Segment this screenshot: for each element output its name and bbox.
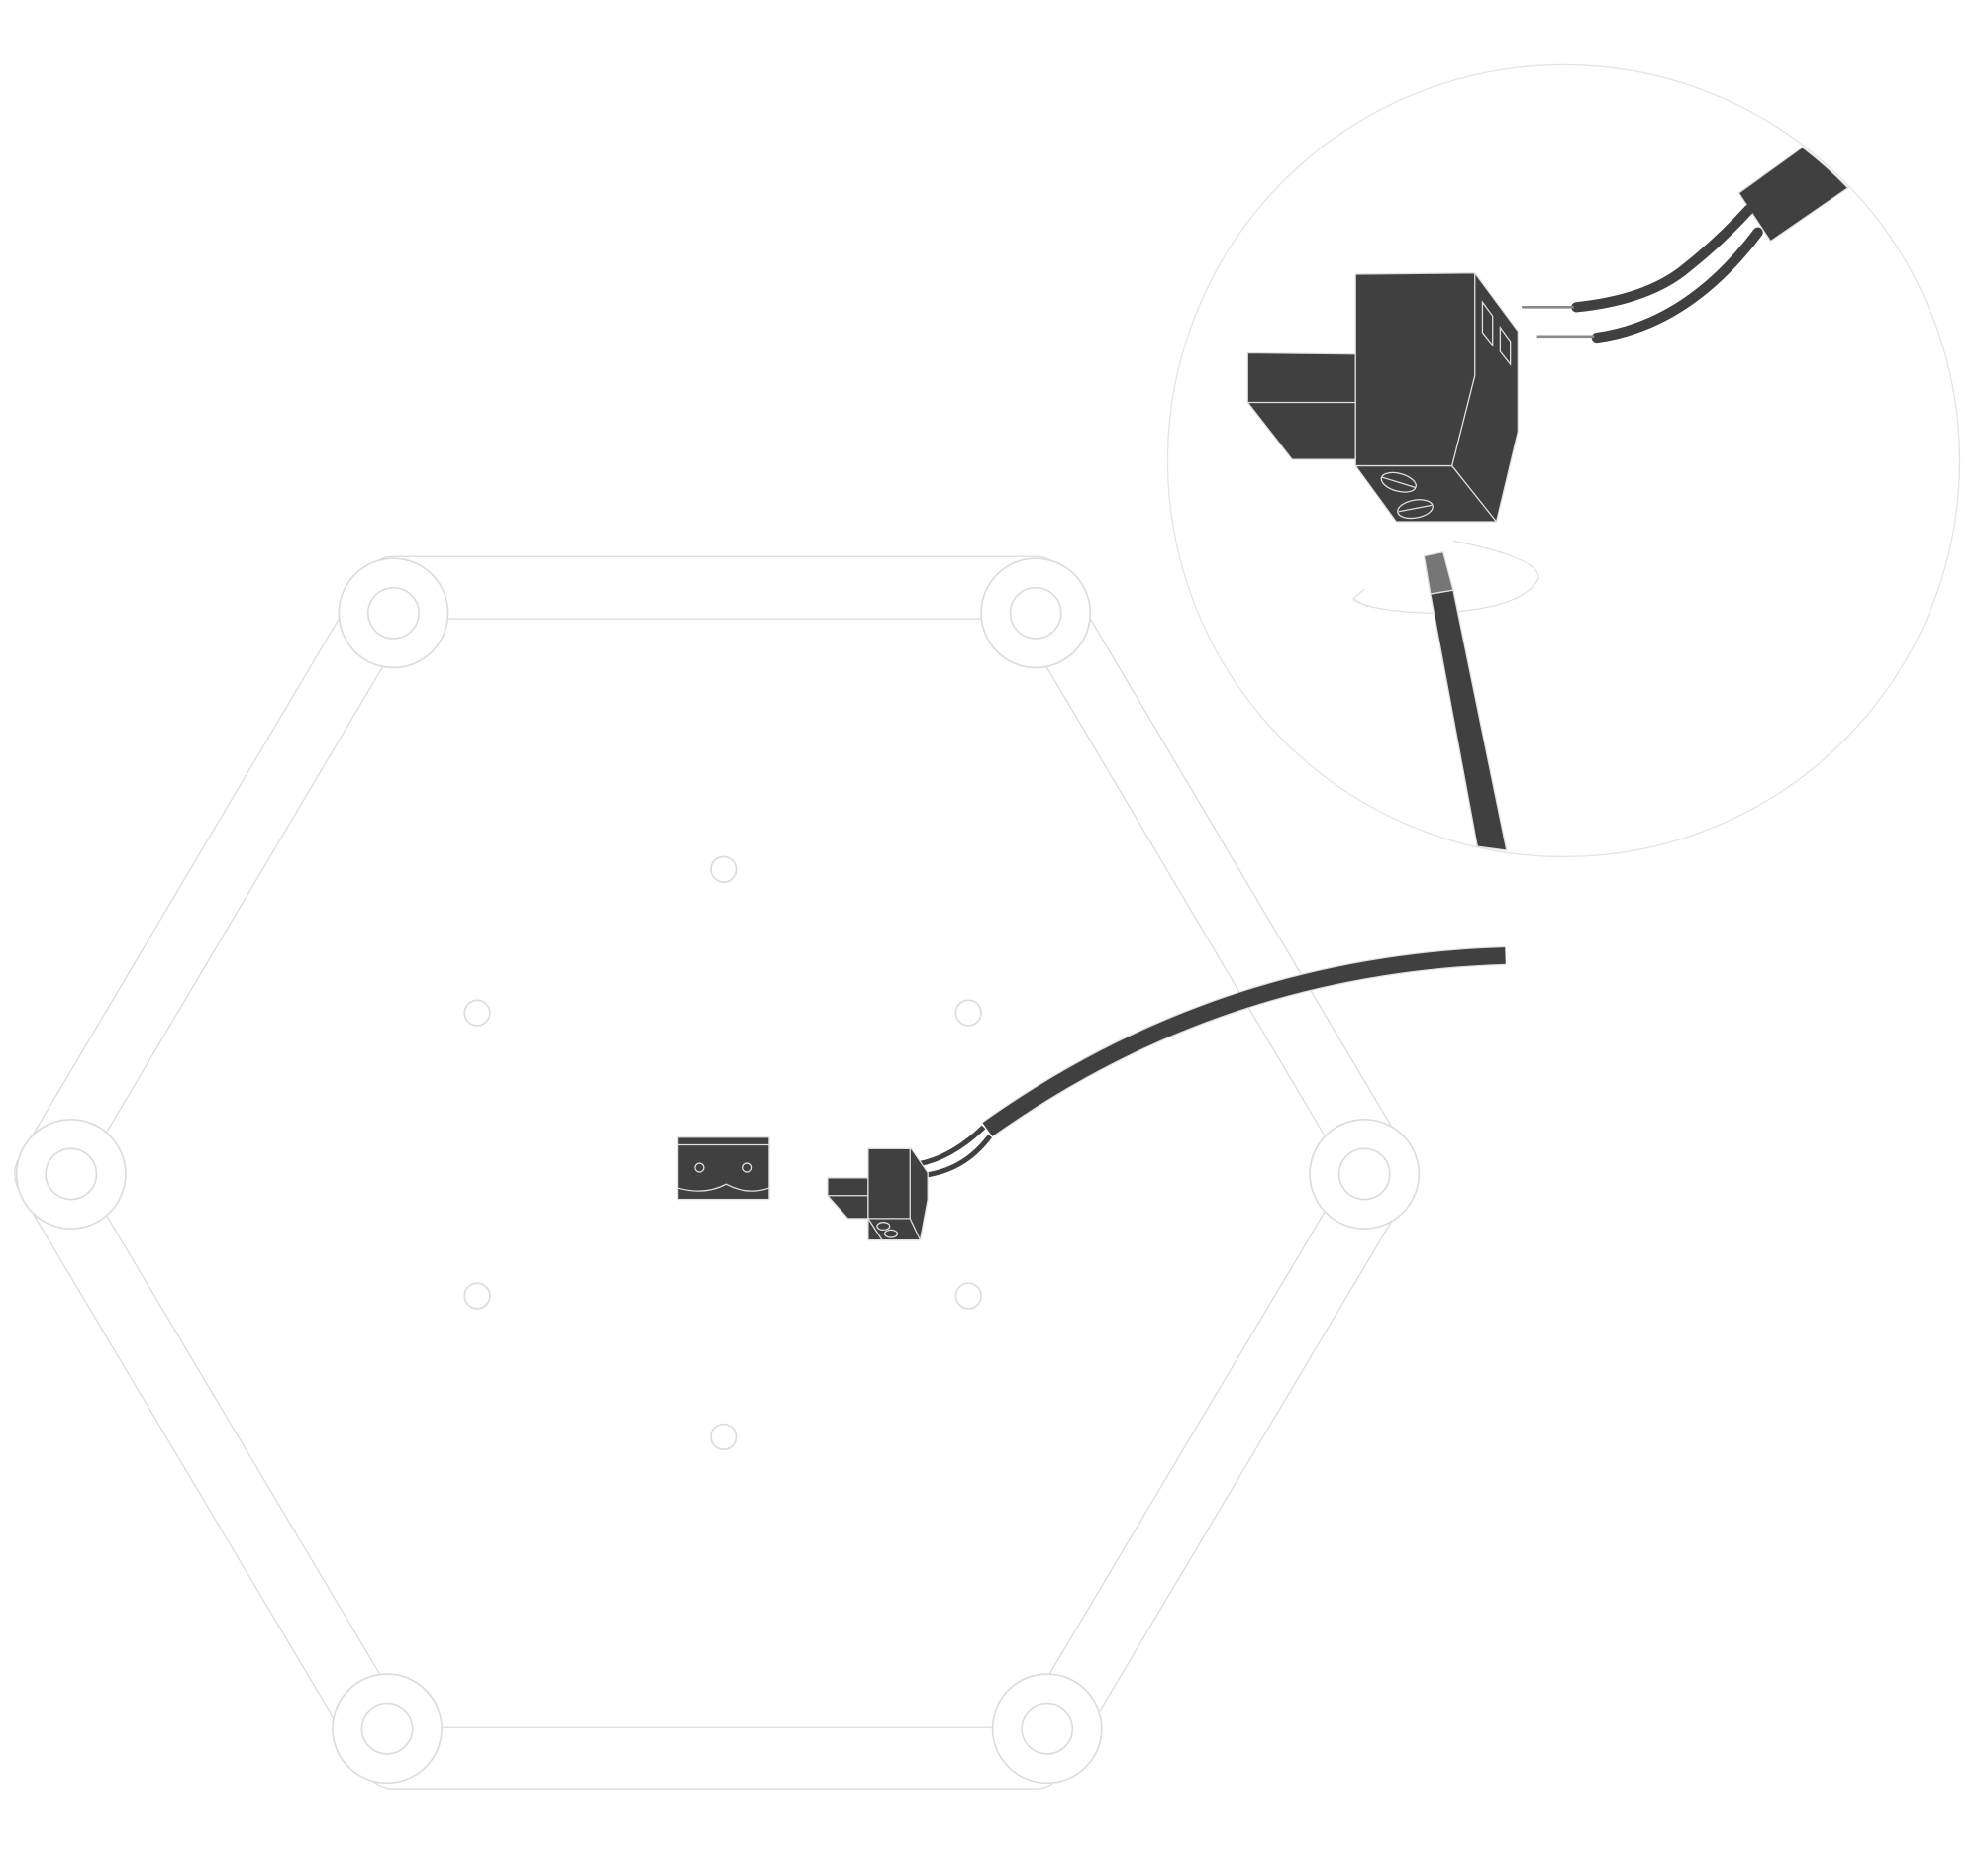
corner-boss <box>338 557 449 669</box>
corner-boss <box>1309 1119 1421 1230</box>
mounting-hole <box>463 999 491 1027</box>
corner-boss <box>991 1673 1103 1785</box>
screwdriver <box>1423 551 1508 851</box>
plug-large <box>1246 272 1519 523</box>
wire-lead <box>1591 227 1763 344</box>
plug-small <box>827 1147 929 1241</box>
cable-main <box>918 945 1506 1178</box>
mounting-hole <box>710 855 738 883</box>
mounting-holes <box>463 855 982 1451</box>
wire-lead <box>1571 204 1754 313</box>
mounting-hole <box>463 1282 491 1310</box>
magnified-detail-circle <box>1166 63 1961 858</box>
corner-boss <box>15 1119 127 1230</box>
mounting-hole <box>710 1423 738 1451</box>
board-socket <box>676 1136 770 1201</box>
rotate-arrow-icon <box>1352 540 1539 614</box>
mounting-hole <box>954 999 982 1027</box>
corner-bosses <box>15 557 1421 1785</box>
mounting-hole <box>954 1282 982 1310</box>
corner-boss <box>980 557 1092 669</box>
cable-end <box>1737 146 1849 243</box>
corner-boss <box>332 1673 443 1785</box>
